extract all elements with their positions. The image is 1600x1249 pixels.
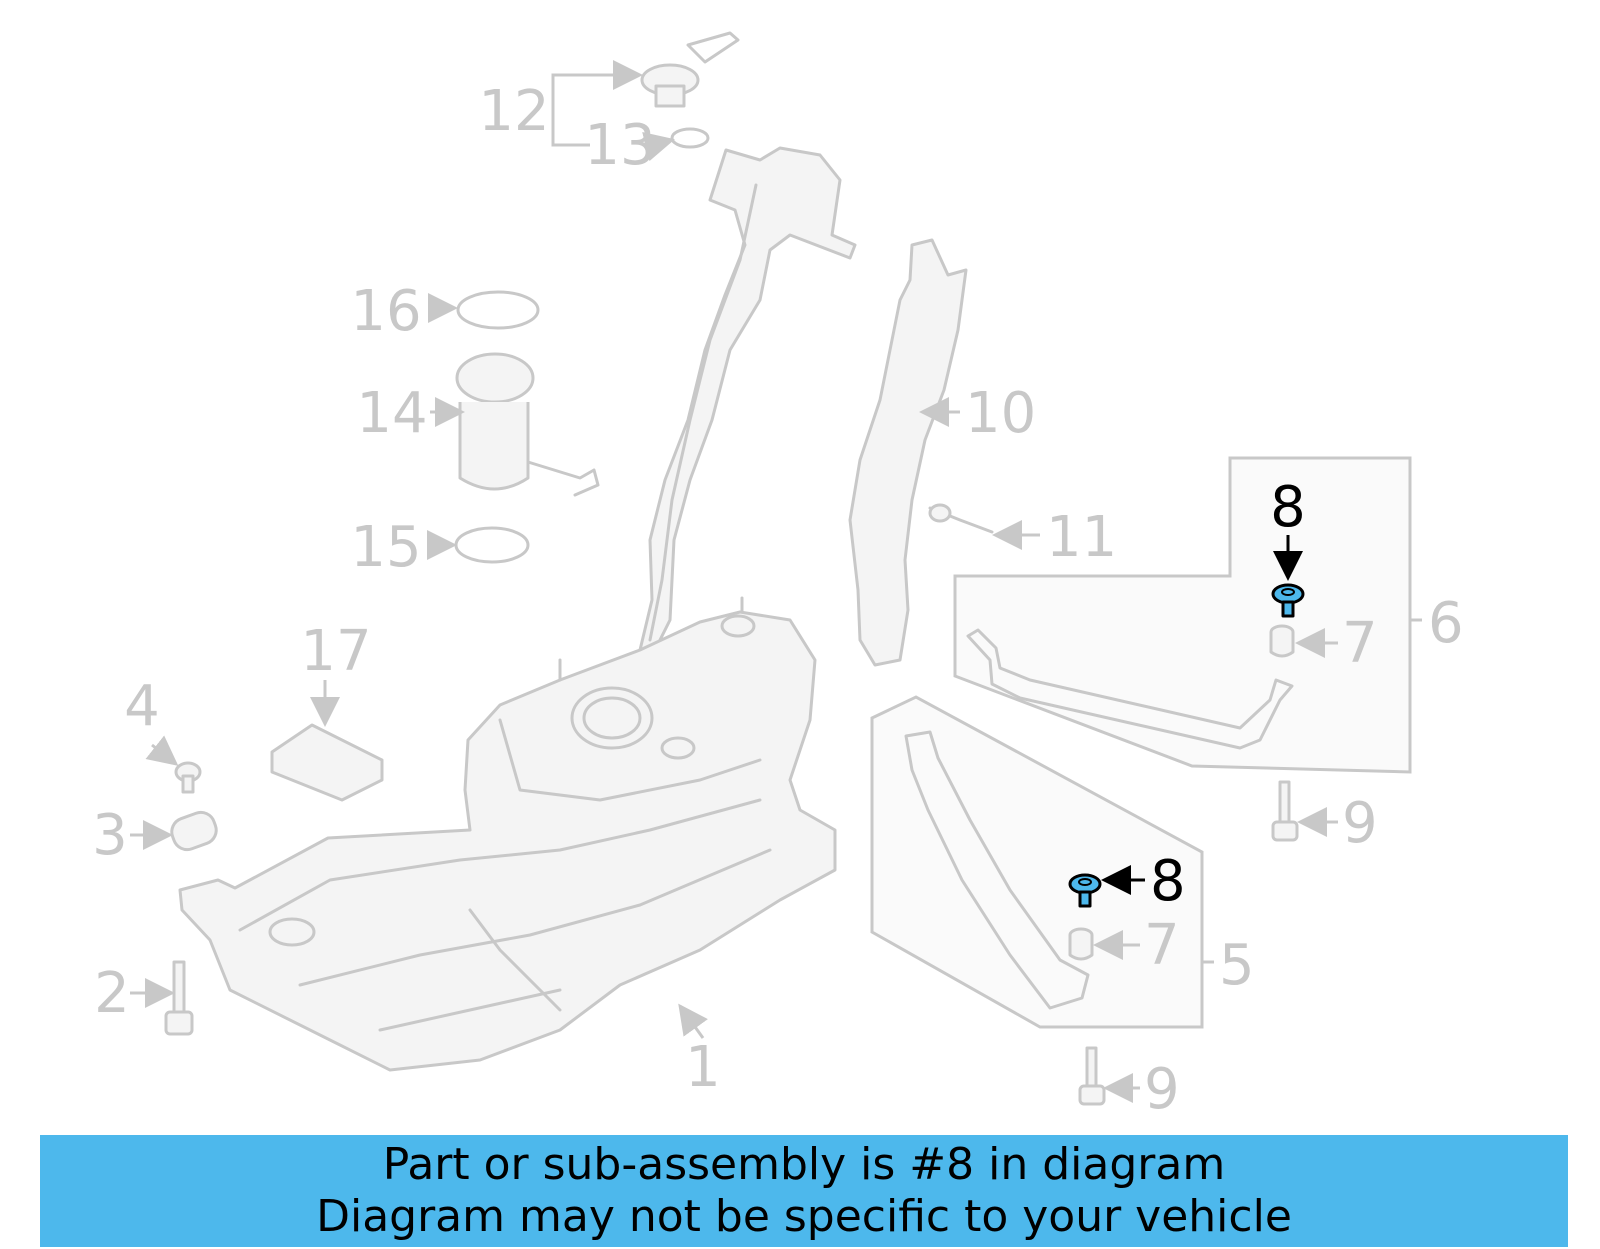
callout-9-upper: 9 [1342,791,1378,856]
bolt-2-part [164,960,194,1036]
callout-10: 10 [965,381,1036,446]
callout-14: 14 [356,381,427,446]
callout-17: 17 [300,619,371,684]
callout-8-upper[interactable]: 8 [1270,475,1306,540]
bushing-lower-part [1068,927,1094,961]
assembly-6-panel [953,456,1412,774]
part-notice-banner: Part or sub-assembly is #8 in diagram Di… [40,1135,1568,1247]
grommet-part [170,810,218,852]
callout-8-lower[interactable]: 8 [1150,849,1186,914]
callout-6: 6 [1428,591,1464,656]
bushing-upper-part [1269,624,1295,658]
strap-5-part [904,730,1090,1010]
pump-seal-part [454,526,530,564]
callout-13: 13 [584,113,655,178]
callout-7-lower: 7 [1144,913,1180,978]
strap-6-part [966,628,1294,750]
callout-1: 1 [685,1035,721,1100]
bolt-9-lower-part [1078,1046,1106,1106]
fuel-tank-part [178,596,837,1072]
callout-11: 11 [1046,505,1117,570]
callout-4: 4 [124,674,160,739]
nut-part [174,761,202,794]
banner-line-2: Diagram may not be specific to your vehi… [316,1191,1292,1242]
callout-15: 15 [350,515,421,580]
callout-2: 2 [94,961,130,1026]
control-module-part [270,723,384,802]
banner-line-1: Part or sub-assembly is #8 in diagram [382,1139,1226,1190]
callout-7-upper: 7 [1342,611,1378,676]
callout-16: 16 [350,279,421,344]
fuel-cap-part [640,31,740,149]
stud-part [928,503,994,534]
heat-shield-part [848,238,968,667]
callout-5: 5 [1219,933,1255,998]
callout-9-lower: 9 [1144,1057,1180,1122]
callout-12: 12 [478,79,549,144]
lock-ring-part [456,290,540,330]
bolt-9-upper-part [1271,780,1299,842]
highlighted-part-8-upper [1271,583,1305,618]
filler-neck-part [638,146,857,662]
leader-lines [130,60,1422,1103]
highlighted-part-8-lower [1068,873,1102,908]
fuel-pump-part [455,352,600,497]
callout-3: 3 [92,803,128,868]
